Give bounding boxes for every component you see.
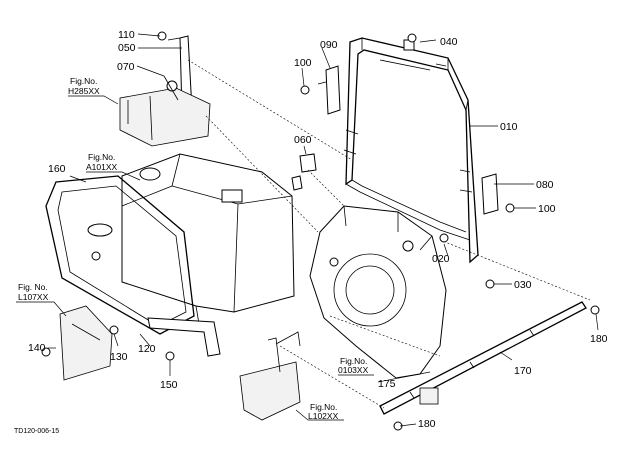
fig-ref-h285-code: H285XX: [68, 86, 100, 96]
part-label-050: 050: [118, 42, 136, 54]
part-label-180b: 180: [418, 418, 436, 430]
part-label-030: 030: [514, 279, 532, 291]
part-label-130: 130: [110, 351, 128, 363]
fig-ref-h285-title: Fig.No.: [70, 76, 97, 86]
part-label-040: 040: [440, 36, 458, 48]
part-label-060: 060: [294, 134, 312, 146]
fig-ref-a101-title: Fig.No.: [88, 152, 115, 162]
part-label-140: 140: [28, 342, 46, 354]
part-label-180a: 180: [590, 333, 608, 345]
fig-ref-l102-code: L102XX: [308, 411, 339, 421]
part-label-160: 160: [48, 163, 66, 175]
part-label-120: 120: [138, 343, 156, 355]
fig-ref-l107-code: L107XX: [18, 292, 49, 302]
fig-ref-underlines: [16, 95, 374, 421]
bracket-080-drawing: [481, 173, 499, 215]
spacer-060-drawing: [291, 153, 317, 191]
fuel-tank-drawing: [121, 153, 295, 335]
part-label-170: 170: [514, 365, 532, 377]
sub-assembly-h285-drawing: [119, 75, 211, 147]
bracket-120-drawing: [147, 317, 221, 357]
fig-ref-l107-title: Fig. No.: [18, 282, 48, 292]
leader-lines: [48, 33, 599, 427]
rail-170-drawing: [379, 301, 587, 415]
bracket-l102-drawing: [239, 331, 301, 421]
part-label-100a: 100: [294, 57, 312, 69]
assembly-lines: [187, 59, 591, 409]
document-code: TD120-006-15: [14, 428, 59, 435]
part-label-080: 080: [536, 179, 554, 191]
part-label-090: 090: [320, 39, 338, 51]
fig-ref-l102-title: Fig.No.: [310, 402, 337, 412]
part-label-020: 020: [432, 253, 450, 265]
part-label-110: 110: [118, 29, 135, 41]
fig-ref-0103-title: Fig.No.: [340, 356, 367, 366]
part-label-010: 010: [500, 121, 518, 133]
part-label-100b: 100: [538, 203, 556, 215]
part-label-070: 070: [117, 61, 135, 73]
bracket-090-drawing: [317, 65, 341, 115]
part-label-175: 175: [378, 378, 396, 390]
frame-010-drawing: [343, 37, 479, 264]
plate-l107-drawing: [59, 305, 113, 381]
fig-ref-0103-code: 0103XX: [338, 365, 369, 375]
flywheel-housing-drawing: [309, 205, 447, 379]
part-label-150: 150: [160, 379, 178, 391]
fig-ref-a101-code: A101XX: [86, 162, 118, 172]
